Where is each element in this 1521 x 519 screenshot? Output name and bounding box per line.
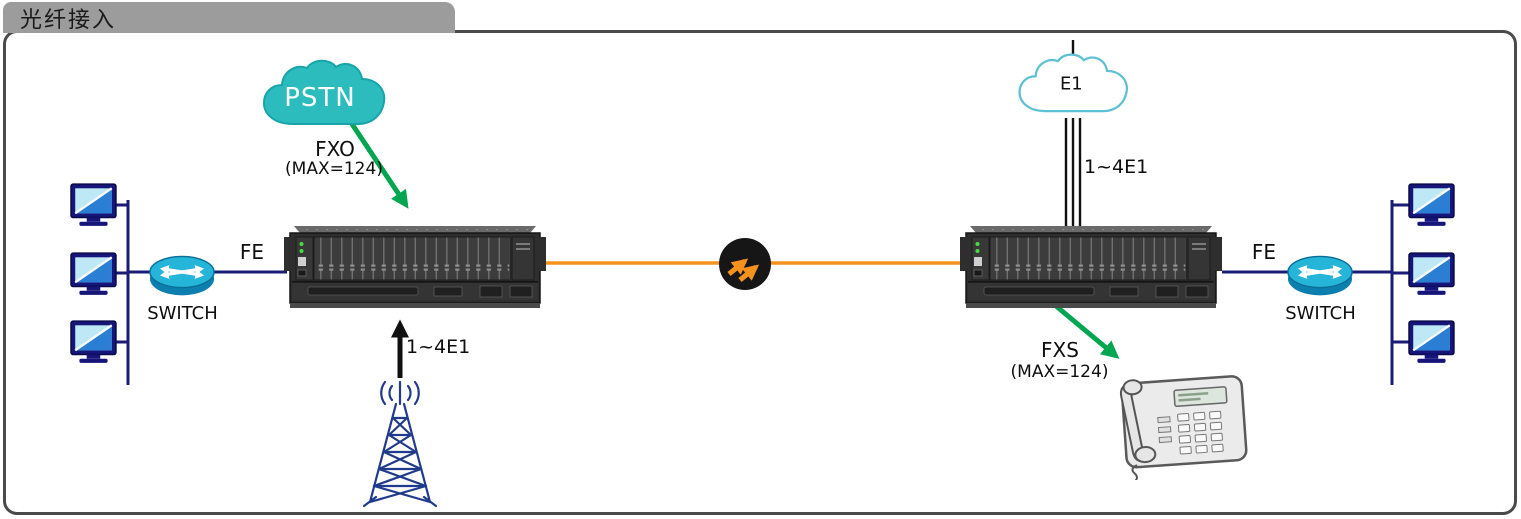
pstn-label: PSTN	[284, 83, 356, 113]
computer-icon	[70, 183, 118, 227]
lan-links-right	[1222, 200, 1410, 385]
computer-icon	[70, 252, 118, 296]
fe-label-left: FE	[239, 240, 265, 264]
mux-device-icon-right	[960, 226, 1222, 310]
computer-icon	[1408, 320, 1456, 364]
pstn-cloud-icon: PSTN	[262, 59, 386, 125]
switch-icon	[1286, 246, 1354, 298]
telephone-icon	[1110, 350, 1252, 480]
e1-cloud-label: E1	[1060, 74, 1083, 95]
fiber-node-arrow	[727, 258, 749, 276]
computer-icon	[1408, 183, 1456, 227]
diagram-frame	[3, 30, 1517, 515]
e1-cloud-icon: E1	[1018, 53, 1128, 113]
antenna-tower-icon	[350, 378, 450, 510]
computer-icon	[1408, 252, 1456, 296]
fxo-label: FXO	[315, 137, 355, 161]
fiber-node-icon	[719, 238, 771, 290]
fxs-max-label: (MAX=124)	[1010, 362, 1109, 382]
switch-label: SWITCH	[1285, 303, 1356, 324]
e1-link-label-left: 1~4E1	[406, 336, 471, 358]
switch-label: SWITCH	[147, 303, 218, 324]
fxo-max-label: (MAX=124)	[285, 159, 383, 179]
e1-link-label-right: 1~4E1	[1084, 156, 1149, 178]
title-tab: 光纤接入	[3, 2, 455, 33]
switch-icon	[148, 246, 216, 298]
fxs-arrow	[1054, 304, 1120, 359]
computer-icon	[70, 320, 118, 364]
fiber-node-arrow	[738, 264, 760, 282]
mux-device-icon-left	[284, 226, 546, 310]
fxo-arrow	[345, 116, 409, 209]
fe-label-right: FE	[1251, 240, 1277, 264]
fxs-label: FXS	[1041, 338, 1079, 362]
page-title: 光纤接入	[20, 7, 117, 33]
